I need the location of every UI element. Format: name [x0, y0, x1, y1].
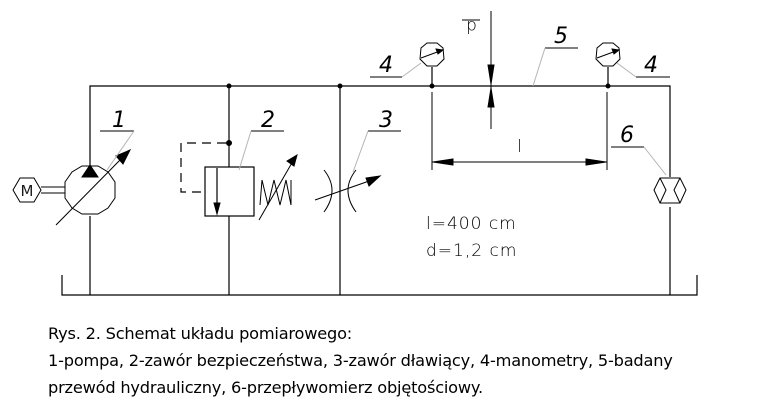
length-value: l=400 cm — [426, 214, 517, 234]
callout-4-right: 4 — [616, 53, 670, 78]
caption-legend-line-2: przewód hydrauliczny, 6-przepływomierz o… — [48, 378, 483, 397]
throttle-valve — [314, 169, 382, 213]
label-4-right: 4 — [644, 53, 658, 78]
figure-caption: Rys. 2. Schemat układu pomiarowego: 1-po… — [48, 320, 673, 401]
pressure-gauge-left — [419, 42, 445, 86]
length-symbol: l — [517, 137, 523, 157]
diameter-symbol: d — [465, 16, 477, 36]
caption-legend-line-1: 1-pompa, 2-zawór bezpieczeństwa, 3-zawór… — [48, 351, 673, 370]
motor-label: M — [21, 182, 34, 200]
label-4-left: 4 — [379, 53, 393, 78]
callout-5: 5 — [532, 24, 578, 87]
callout-4-left: 4 — [370, 53, 422, 78]
callout-3: 3 — [352, 108, 401, 173]
length-dimension: l — [431, 92, 608, 170]
diameter-value: d=1,2 cm — [426, 241, 517, 261]
relief-valve — [180, 86, 298, 221]
return-line-tank — [61, 86, 698, 296]
caption-title: Rys. 2. Schemat układu pomiarowego: — [48, 324, 353, 343]
electric-motor: M — [12, 177, 65, 203]
label-6: 6 — [620, 123, 634, 148]
hydraulic-schematic: M — [12, 11, 698, 296]
label-1: 1 — [112, 108, 126, 133]
variable-pump — [55, 149, 132, 226]
flowmeter — [653, 177, 687, 204]
pressure-gauge-right — [595, 42, 621, 86]
label-2: 2 — [261, 108, 275, 133]
diameter-dimension: d — [462, 11, 495, 129]
callout-1: 1 — [100, 108, 135, 171]
label-5: 5 — [554, 24, 568, 49]
callout-2: 2 — [238, 108, 284, 171]
label-3: 3 — [379, 108, 393, 133]
callout-6: 6 — [611, 123, 667, 176]
